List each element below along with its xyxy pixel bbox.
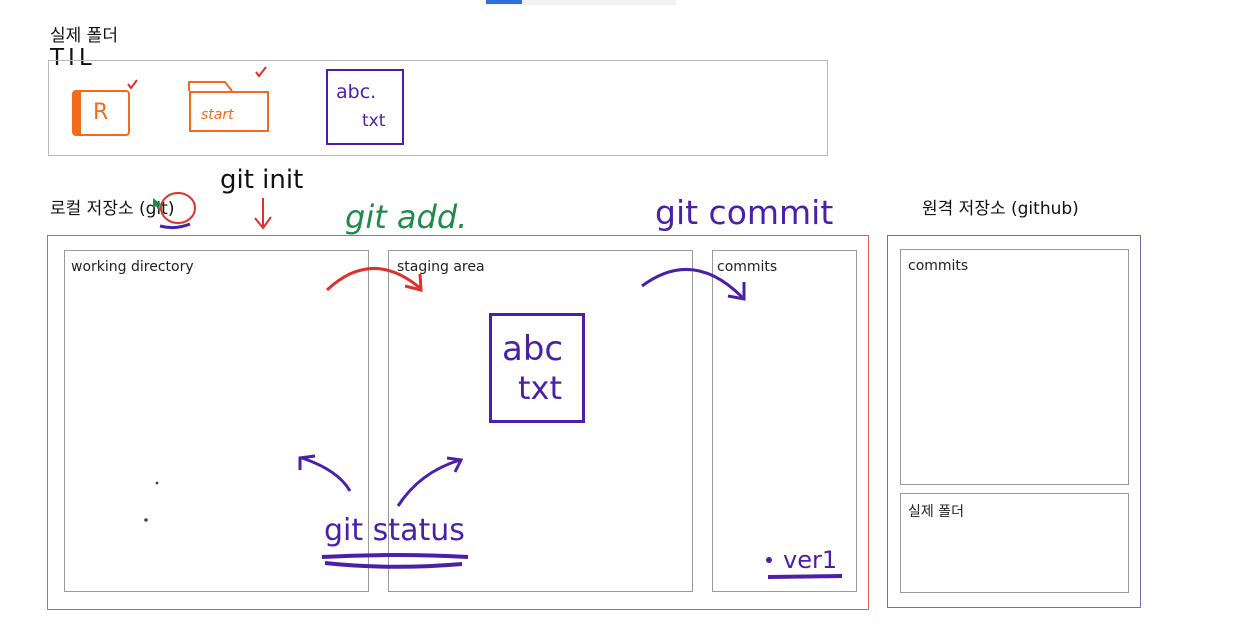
folder-tab-icon xyxy=(188,81,233,92)
remote-commits-box: commits xyxy=(900,249,1129,485)
top-tab-active[interactable] xyxy=(486,0,522,4)
dot-1 xyxy=(155,481,159,485)
working-directory-box: working directory xyxy=(64,250,369,592)
remote-repo-box xyxy=(887,235,1141,608)
real-folder-box xyxy=(48,60,828,156)
ver1-bullet xyxy=(766,557,772,563)
git-status-underline xyxy=(321,553,469,569)
git-underline-mark xyxy=(159,222,191,230)
ver1-annotation: ver1 xyxy=(783,546,838,574)
remote-repo-title: 원격 저장소 (github) xyxy=(922,199,1079,219)
abc-file-line1: abc. xyxy=(336,81,377,103)
dot-2 xyxy=(144,518,148,522)
staged-abc-file-icon: abc txt xyxy=(489,313,585,423)
local-commits-box: commits xyxy=(712,250,857,592)
r-file-icon: R xyxy=(72,90,130,136)
git-status-left-arrow xyxy=(298,454,352,492)
staged-abc-line1: abc xyxy=(502,329,564,369)
check-mark-folder xyxy=(255,66,267,78)
local-repo-title: 로컬 저장소 (git) xyxy=(50,199,175,219)
abc-file-line2: txt xyxy=(362,111,386,131)
remote-commits-title: commits xyxy=(908,258,969,274)
r-file-label: R xyxy=(93,100,109,125)
abc-txt-file-icon: abc. txt xyxy=(326,69,404,145)
folder-start-label: start xyxy=(201,107,234,123)
git-commit-annotation: git commit xyxy=(655,193,834,232)
staged-abc-line2: txt xyxy=(518,369,563,407)
cursor-icon xyxy=(153,198,162,211)
real-folder-title: 실제 폴더 xyxy=(50,26,118,46)
ver1-underline xyxy=(767,574,843,579)
git-add-arrow xyxy=(325,267,423,292)
working-directory-title: working directory xyxy=(71,259,194,275)
git-init-annotation: git init xyxy=(220,165,304,195)
staging-area-box: staging area xyxy=(388,250,693,592)
staging-area-title: staging area xyxy=(397,259,485,275)
git-commit-arrow xyxy=(641,267,746,301)
top-tab-bar[interactable] xyxy=(486,0,676,5)
git-status-right-arrow xyxy=(396,456,464,507)
remote-real-folder-title: 실제 폴더 xyxy=(908,504,964,520)
local-repo-box xyxy=(47,235,869,610)
git-add-annotation: git add. xyxy=(345,198,468,236)
til-annotation: TIL xyxy=(50,45,96,71)
local-commits-title: commits xyxy=(717,259,778,275)
folder-start-icon: start xyxy=(189,91,269,132)
git-status-annotation: git status xyxy=(324,513,465,548)
git-circle-mark xyxy=(160,192,196,224)
git-init-arrow xyxy=(254,198,272,230)
remote-real-folder-box: 실제 폴더 xyxy=(900,493,1129,593)
check-mark-r xyxy=(127,79,138,90)
